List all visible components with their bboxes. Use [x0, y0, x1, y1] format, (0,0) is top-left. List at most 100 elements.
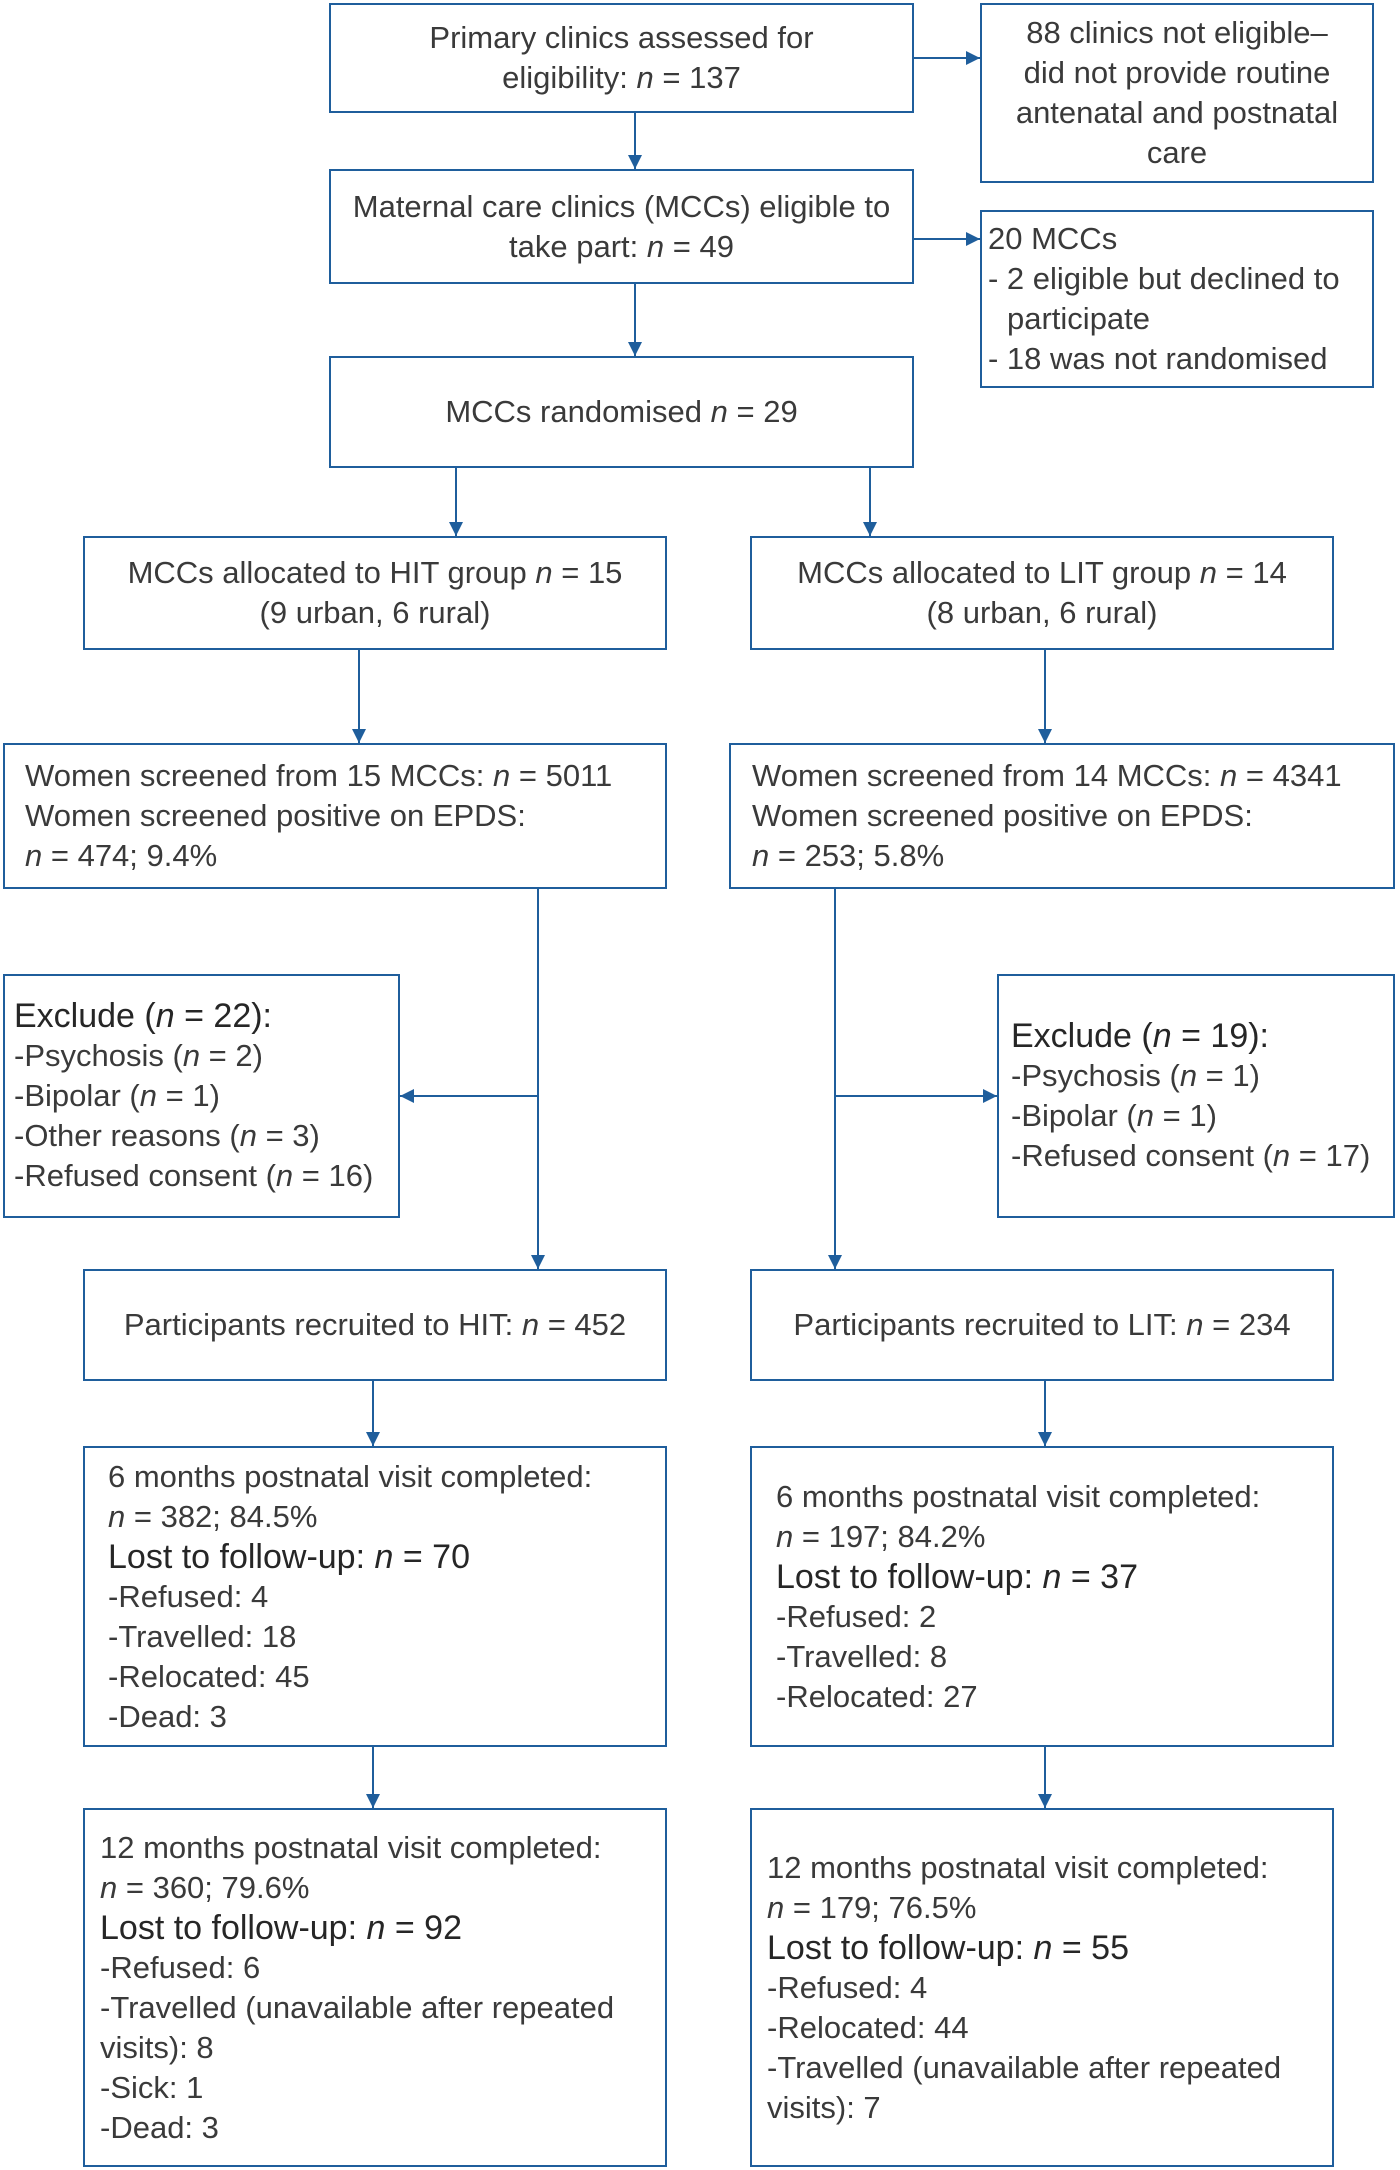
box-line: -Travelled: 8 [776, 1638, 948, 1674]
box-line: antenatal and postnatal [1015, 95, 1339, 130]
box-line: n = 382; 84.5% [108, 1498, 318, 1534]
box-mccs-excluded: 20 MCCs - 2 eligible but declined to par… [980, 210, 1374, 388]
italic-n-symbol: n [100, 1869, 118, 1905]
box-line: 12 months postnatal visit completed: [100, 1829, 602, 1865]
box-line: -Relocated: 27 [776, 1678, 978, 1714]
box-line: MCCs allocated to HIT group n = 15 [127, 555, 623, 590]
box-line: -Psychosis (n = 1) [1011, 1058, 1260, 1093]
box-line: -Refused consent (n = 17) [1011, 1138, 1371, 1173]
box-line: Women screened positive on EPDS: [752, 798, 1253, 833]
box-line: - 2 eligible but declined to [988, 261, 1340, 296]
italic-n-symbol: n [767, 1889, 785, 1925]
box-hit-followup-12m: 12 months postnatal visit completed: n =… [83, 1808, 667, 2167]
italic-n-symbol: n [1042, 1557, 1062, 1596]
box-clinics-not-eligible: 88 clinics not eligible– did not provide… [980, 3, 1374, 183]
box-hit-allocated: MCCs allocated to HIT group n = 15 (9 ur… [83, 536, 667, 650]
exclude-heading: Exclude (n = 22): [14, 997, 272, 1035]
box-line: care [1146, 135, 1208, 170]
italic-n-symbol: n [182, 1038, 201, 1073]
box-line: -Psychosis (n = 2) [14, 1038, 263, 1073]
italic-n-symbol: n [155, 997, 175, 1035]
box-line: -Dead: 3 [100, 2109, 219, 2145]
box-line: 6 months postnatal visit completed: [776, 1478, 1261, 1514]
box-clinics-assessed: Primary clinics assessed for eligibility… [329, 3, 914, 113]
box-line: -Refused: 4 [767, 1969, 928, 2005]
italic-n-symbol: n [646, 228, 665, 264]
box-line: 88 clinics not eligible– [1026, 15, 1328, 50]
box-line: n = 474; 9.4% [25, 838, 218, 873]
box-hit-recruited: Participants recruited to HIT: n = 452 [83, 1269, 667, 1381]
box-line: Women screened from 14 MCCs: n = 4341 [752, 758, 1342, 793]
box-line: -Dead: 3 [108, 1698, 227, 1734]
lost-to-follow-up-heading: Lost to follow-up: n = 55 [767, 1928, 1129, 1967]
italic-n-symbol: n [25, 838, 43, 873]
italic-n-symbol: n [108, 1498, 126, 1534]
box-line: -Sick: 1 [100, 2069, 204, 2105]
box-line: visits): 8 [100, 2029, 214, 2065]
italic-n-symbol: n [139, 1078, 158, 1113]
box-line: Women screened positive on EPDS: [25, 798, 526, 833]
box-line: -Travelled (unavailable after repeated [100, 1989, 615, 2025]
box-line: -Relocated: 44 [767, 2009, 969, 2045]
italic-n-symbol: n [1179, 1058, 1198, 1093]
box-line: (9 urban, 6 rural) [259, 595, 491, 630]
box-line: Participants recruited to HIT: n = 452 [123, 1307, 627, 1342]
italic-n-symbol: n [1272, 1138, 1291, 1173]
box-line: 20 MCCs [988, 221, 1118, 256]
box-line: -Refused consent (n = 16) [14, 1158, 374, 1193]
box-line: n = 253; 5.8% [752, 838, 945, 873]
box-line: MCCs randomised n = 29 [445, 394, 798, 429]
box-hit-screened: Women screened from 15 MCCs: n = 5011 Wo… [3, 743, 667, 889]
italic-n-symbol: n [636, 60, 654, 95]
box-mccs-eligible: Maternal care clinics (MCCs) eligible to… [329, 169, 914, 284]
box-lit-screened: Women screened from 14 MCCs: n = 4341 Wo… [729, 743, 1395, 889]
box-line: -Bipolar (n = 1) [1011, 1098, 1217, 1133]
box-line: -Travelled: 18 [108, 1618, 297, 1654]
box-line: n = 360; 79.6% [100, 1869, 310, 1905]
italic-n-symbol: n [1033, 1928, 1053, 1967]
box-line: 12 months postnatal visit completed: [767, 1849, 1269, 1885]
box-hit-excluded: Exclude (n = 22): -Psychosis (n = 2) -Bi… [3, 974, 400, 1218]
italic-n-symbol: n [1199, 555, 1218, 590]
box-line: Primary clinics assessed for [429, 20, 814, 55]
box-line: -Refused: 4 [108, 1578, 269, 1614]
box-line: -Other reasons (n = 3) [14, 1118, 320, 1153]
italic-n-symbol: n [752, 838, 770, 873]
box-line: Maternal care clinics (MCCs) eligible to [352, 188, 891, 224]
box-line: did not provide routine [1023, 55, 1331, 90]
box-line: eligibility: n = 137 [502, 60, 741, 95]
box-lit-followup-12m: 12 months postnatal visit completed: n =… [750, 1808, 1334, 2167]
box-line: participate [1007, 301, 1151, 336]
lost-to-follow-up-heading: Lost to follow-up: n = 70 [108, 1537, 470, 1576]
italic-n-symbol: n [374, 1537, 394, 1576]
box-line: Women screened from 15 MCCs: n = 5011 [25, 758, 613, 793]
box-line: take part: n = 49 [509, 228, 734, 264]
box-line: Participants recruited to LIT: n = 234 [793, 1307, 1291, 1342]
box-line: MCCs allocated to LIT group n = 14 [797, 555, 1287, 590]
box-line: visits): 7 [767, 2089, 881, 2125]
box-line: -Relocated: 45 [108, 1658, 310, 1694]
italic-n-symbol: n [239, 1118, 257, 1153]
italic-n-symbol: n [275, 1158, 294, 1193]
box-line: -Refused: 6 [100, 1949, 261, 1985]
box-lit-followup-6m: 6 months postnatal visit completed: n = … [750, 1446, 1334, 1747]
box-lit-excluded: Exclude (n = 19): -Psychosis (n = 1) -Bi… [997, 974, 1395, 1218]
lost-to-follow-up-heading: Lost to follow-up: n = 37 [776, 1557, 1138, 1596]
italic-n-symbol: n [521, 1307, 540, 1342]
italic-n-symbol: n [1152, 1017, 1172, 1055]
box-mccs-randomised: MCCs randomised n = 29 [329, 356, 914, 468]
italic-n-symbol: n [1186, 1307, 1204, 1342]
box-hit-followup-6m: 6 months postnatal visit completed: n = … [83, 1446, 667, 1747]
box-line: n = 197; 84.2% [776, 1518, 986, 1554]
lost-to-follow-up-heading: Lost to follow-up: n = 92 [100, 1908, 462, 1947]
exclude-heading: Exclude (n = 19): [1011, 1017, 1269, 1055]
italic-n-symbol: n [710, 394, 728, 429]
box-lit-allocated: MCCs allocated to LIT group n = 14 (8 ur… [750, 536, 1334, 650]
italic-n-symbol: n [1220, 758, 1238, 793]
box-line: n = 179; 76.5% [767, 1889, 977, 1925]
italic-n-symbol: n [366, 1908, 386, 1947]
box-lit-recruited: Participants recruited to LIT: n = 234 [750, 1269, 1334, 1381]
italic-n-symbol: n [1136, 1098, 1155, 1133]
italic-n-symbol: n [776, 1518, 794, 1554]
box-line: (8 urban, 6 rural) [926, 595, 1158, 630]
